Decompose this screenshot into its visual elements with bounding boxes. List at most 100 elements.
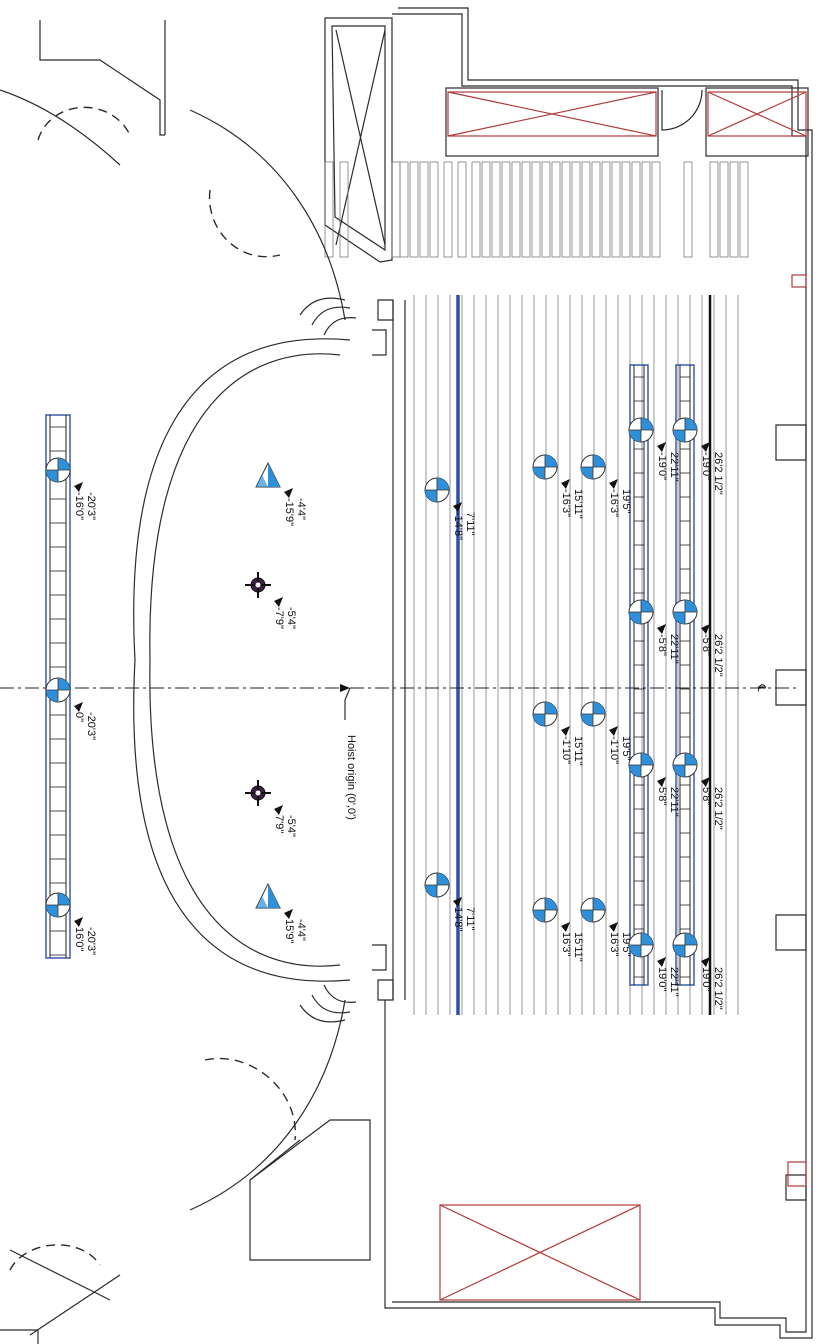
dimension-arrow (701, 442, 710, 452)
fixture-dimension-label: -16'3" (560, 489, 572, 517)
speaker-fixture (628, 932, 654, 958)
fixture-dimension-label: 16'0" (73, 927, 85, 951)
fixture-layer: -20'3"-16'0"-20'3"0"-20'3"16'0"-4'4"-15'… (45, 417, 724, 1010)
center-line: ℄ (0, 683, 800, 692)
dimension-arrow (701, 957, 710, 967)
fixture-dimension-label: 19'5" (620, 736, 632, 760)
speaker-fixture (532, 897, 558, 923)
speaker-fixture (45, 892, 71, 918)
schedule-column (521, 161, 531, 258)
schedule-column (591, 161, 601, 258)
speaker-fixture (672, 599, 698, 625)
fixture-dimension-label: 22'11" (668, 634, 680, 664)
fixture-dimension-label: -20'3" (85, 492, 97, 520)
schedule-column (391, 161, 401, 258)
dimension-arrow (609, 922, 618, 932)
fixture-dimension-label: -1'10" (608, 736, 620, 764)
fixture-dimension-label: -20'3" (85, 927, 97, 955)
dimension-arrow (561, 726, 570, 736)
fixture-dimension-label: -16'3" (608, 489, 620, 517)
speaker-fixture (45, 677, 71, 703)
schedule-column (491, 161, 501, 258)
fixture-dimension-label: -16'0" (73, 492, 85, 520)
schedule-column (719, 161, 729, 258)
dimension-arrow (701, 624, 710, 634)
schedule-column (481, 161, 491, 258)
fixture-dimension-label: 15'11" (572, 736, 584, 766)
fixture-dimension-label: 19'0" (656, 967, 668, 991)
fixture-dimension-label: -7'9" (273, 607, 285, 629)
fixture-dimension-label: -14'8" (452, 512, 464, 540)
fixture-dimension-label: 16'3" (560, 932, 572, 956)
fixture-dimension-label: 7'11" (464, 512, 476, 536)
fixture-dimension-label: 26'2 1/2" (712, 634, 724, 677)
dimension-arrow (74, 917, 83, 927)
rigging-schedule (324, 161, 749, 258)
fixture-dimension-label: -19'0" (700, 452, 712, 480)
fixture-dimension-label: -1'10" (560, 736, 572, 764)
schedule-column (611, 161, 621, 258)
fixture-dimension-label: 5'8" (700, 787, 712, 805)
speaker-fixture (424, 872, 450, 898)
dimension-arrow (609, 479, 618, 489)
building-outline (0, 7, 813, 1344)
schedule-column (601, 161, 611, 258)
fixture-dimension-label: 14'8" (452, 907, 464, 931)
schedule-column (621, 161, 631, 258)
dimension-arrow (657, 442, 666, 452)
speaker-fixture (580, 454, 606, 480)
speaker-fixture (580, 897, 606, 923)
hoist-origin-label: Hoist origin (0',0') (345, 735, 357, 820)
dimension-arrow (609, 726, 618, 736)
schedule-column (739, 161, 749, 258)
schedule-column (419, 161, 429, 258)
speaker-fixture (628, 417, 654, 443)
centerline-symbol: ℄ (755, 683, 767, 691)
schedule-column (651, 161, 661, 258)
fixture-dimension-label: 0" (73, 712, 85, 722)
speaker-fixture (628, 599, 654, 625)
schedule-column (443, 161, 453, 258)
target-fixture (245, 780, 271, 806)
fixture-dimension-label: 7'11" (464, 907, 476, 931)
schedule-column (501, 161, 511, 258)
fixture-dimension-label: 19'0" (700, 967, 712, 991)
fixture-dimension-label: 26'2 1/2" (712, 967, 724, 1010)
fixture-dimension-label: 22'11" (668, 787, 680, 817)
dimension-arrow (284, 909, 293, 919)
stage-outline (9, 106, 371, 1336)
schedule-column (641, 161, 651, 258)
fixture-dimension-label: 19'5" (620, 932, 632, 956)
fixture-dimension-label: -5'8" (700, 634, 712, 656)
dimension-arrow (74, 702, 83, 712)
schedule-column (324, 161, 334, 258)
schedule-column (561, 161, 571, 258)
dimension-arrow (274, 805, 283, 815)
dimension-arrow (453, 897, 462, 907)
fixture-dimension-label: -4'4" (295, 919, 307, 941)
fixture-dimension-label: -5'4" (285, 815, 297, 837)
fixture-dimension-label: -4'4" (295, 498, 307, 520)
schedule-column (709, 161, 719, 258)
dimension-arrow (561, 479, 570, 489)
mid-truss (629, 364, 649, 986)
fixture-dimension-label: -5'8" (656, 634, 668, 656)
dimension-arrow (701, 777, 710, 787)
hoist-origin-callout: Hoist origin (0',0') (340, 684, 357, 820)
speaker-fixture (672, 417, 698, 443)
fixture-dimension-label: 15'9" (283, 919, 295, 943)
fixture-dimension-label: -5'4" (285, 607, 297, 629)
speaker-fixture (45, 457, 71, 483)
fixture-dimension-label: 16'3" (608, 932, 620, 956)
schedule-column (471, 161, 481, 258)
schedule-column (429, 161, 439, 258)
fixture-dimension-label: 26'2 1/2" (712, 452, 724, 495)
fixture-dimension-label: -20'3" (85, 712, 97, 740)
dimension-arrow (74, 482, 83, 492)
fixture-dimension-label: 19'5" (620, 489, 632, 513)
speaker-fixture (672, 932, 698, 958)
schedule-column (631, 161, 641, 258)
dimension-arrow (561, 922, 570, 932)
fixture-dimension-label: -19'0" (656, 452, 668, 480)
